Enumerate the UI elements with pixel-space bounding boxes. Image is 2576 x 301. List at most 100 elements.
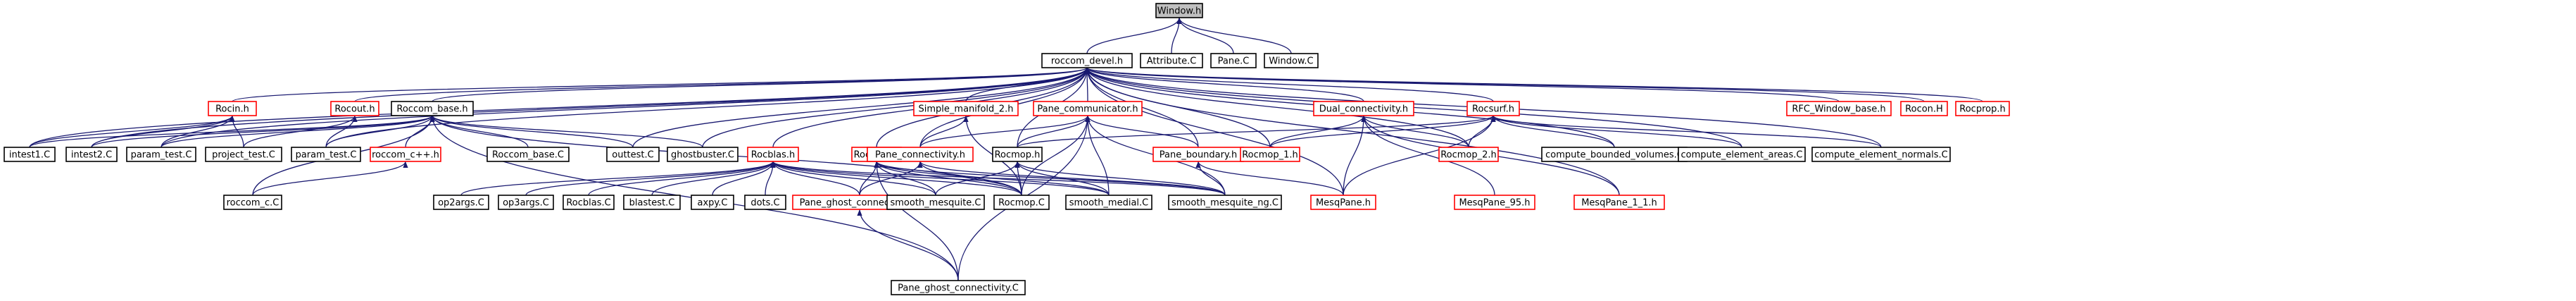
node-box: [433, 195, 489, 210]
edge-roccom_devel_h-to-param_test_c_2: [325, 67, 1090, 148]
edge-pane_communicator_h-to-pane_boundary_h: [1085, 115, 1199, 148]
node-compute-bounded-volumes-c[interactable]: compute_bounded_volumes.C: [1541, 147, 1688, 162]
edge-rocmap_h-to-rocmop_c: [874, 161, 1022, 196]
node-label: blastest.C: [629, 198, 675, 209]
node-label: ghostbuster.C: [671, 150, 734, 161]
node-box: [1454, 195, 1535, 210]
node-window-c[interactable]: Window.C: [1264, 53, 1319, 68]
node-label: project_test.C: [212, 150, 275, 161]
node-box: [486, 147, 570, 162]
node-mesqpane-h[interactable]: MesqPane.h: [1310, 195, 1376, 210]
node-label: Rocmop_1.h: [1242, 150, 1298, 161]
node-box: [1065, 195, 1152, 210]
edge-rocsurf_h-to-rocmop_h: [1017, 115, 1496, 148]
node-label: axpy.C: [698, 198, 728, 209]
edge-roccom_cpp_h-to-roccom_c_c: [252, 161, 408, 196]
node-op2args-c[interactable]: op2args.C: [433, 195, 489, 210]
node-pane-connectivity-h[interactable]: Pane_connectivity.h: [867, 147, 974, 162]
node-label: Rocmop_2.h: [1440, 150, 1497, 161]
edge-rocblas_h-to-smooth_mesquite_c: [770, 161, 936, 196]
node-rocmop-h[interactable]: Rocmop.h: [992, 147, 1043, 162]
node-op3args-c[interactable]: op3args.C: [498, 195, 554, 210]
node-smooth-mesquite-ng-c[interactable]: smooth_mesquite_ng.C: [1168, 195, 1282, 210]
edge-pane_connectivity_h-to-rocmop_c: [917, 161, 1022, 196]
node-rocout-h[interactable]: Rocout.h: [330, 101, 379, 116]
node-label: Pane.C: [1218, 56, 1250, 67]
node-attribute-c[interactable]: Attribute.C: [1140, 53, 1203, 68]
node-pane-c[interactable]: Pane.C: [1210, 53, 1257, 68]
node-label: Rocon.H: [1905, 104, 1943, 115]
node-roccom-c-c[interactable]: roccom_c.C: [223, 195, 282, 210]
node-mesqpane-95-h[interactable]: MesqPane_95.h: [1454, 195, 1535, 210]
node-compute-element-areas-c[interactable]: compute_element_areas.C: [1678, 147, 1806, 162]
node-box: [1168, 195, 1282, 210]
node-param-test-c-1[interactable]: param_test.C: [126, 147, 196, 162]
edge-roccom_devel_h-to-ghostbuster_c: [702, 67, 1090, 148]
node-roccom-devel-h[interactable]: roccom_devel.h: [1041, 53, 1133, 68]
node-pane-boundary-h[interactable]: Pane_boundary.h: [1152, 147, 1244, 162]
node-rocmop-c[interactable]: Rocmop.C: [993, 195, 1050, 210]
node-dots-c[interactable]: dots.C: [744, 195, 786, 210]
edge-roccom_base_h-to-roccom_base_c: [429, 115, 529, 148]
edge-roccom_devel_h-to-outtest_c: [632, 67, 1090, 148]
node-pane-ghost-connectivity-c[interactable]: Pane_ghost_connectivity.C: [891, 280, 1026, 295]
node-roccom-cpp-h[interactable]: roccom_c++.h: [370, 147, 441, 162]
node-box: [1438, 147, 1499, 162]
node-label: Pane_communicator.h: [1037, 104, 1138, 115]
node-intest1-c[interactable]: intest1.C: [4, 147, 56, 162]
node-rocprop-h[interactable]: Rocprop.h: [1955, 101, 2010, 116]
edge-rocsurf_h-to-mesqpane_h: [1343, 115, 1496, 196]
node-ghostbuster-c[interactable]: ghostbuster.C: [667, 147, 739, 162]
node-roccom-base-c[interactable]: Roccom_base.C: [486, 147, 570, 162]
node-box: [4, 147, 56, 162]
node-rocin-h[interactable]: Rocin.h: [208, 101, 257, 116]
node-rocmop-1-h[interactable]: Rocmop_1.h: [1240, 147, 1300, 162]
node-rocsurf-h[interactable]: Rocsurf.h: [1466, 101, 1520, 116]
edge-roccom_devel_h-to-rocmop_2_h: [1084, 67, 1469, 148]
node-box: [65, 147, 118, 162]
node-dual-connectivity-h[interactable]: Dual_connectivity.h: [1313, 101, 1414, 116]
node-param-test-c-2[interactable]: param_test.C: [291, 147, 361, 162]
edge-roccom_devel_h-to-rocin_h: [232, 67, 1090, 102]
node-label: smooth_medial.C: [1069, 198, 1149, 209]
node-box: [291, 147, 361, 162]
node-box: [205, 147, 282, 162]
edge-rocblas_h-to-op2args_c: [460, 161, 776, 196]
node-smooth-mesquite-c[interactable]: smooth_mesquite.C: [886, 195, 985, 210]
node-compute-element-normals-c[interactable]: compute_element_normals.C: [1811, 147, 1951, 162]
node-intest2-c[interactable]: intest2.C: [65, 147, 118, 162]
node-box: [498, 195, 554, 210]
node-box: [992, 147, 1043, 162]
node-rocon-h[interactable]: Rocon.H: [1900, 101, 1948, 116]
node-box: [1955, 101, 2010, 116]
node-rocblas-h[interactable]: Rocblas.h: [747, 147, 799, 162]
node-label: intest2.C: [71, 150, 112, 161]
node-blastest-c[interactable]: blastest.C: [623, 195, 681, 210]
node-rocmop-2-h[interactable]: Rocmop_2.h: [1438, 147, 1499, 162]
node-project-test-c[interactable]: project_test.C: [205, 147, 282, 162]
edge-dual_connectivity_h-to-mesqpane_95_h: [1361, 115, 1495, 196]
edge-roccom_devel_h-to-rocsurf_h: [1084, 67, 1494, 102]
node-smooth-medial-c[interactable]: smooth_medial.C: [1065, 195, 1152, 210]
edge-rocmop_h-to-smooth_medial_c: [1014, 161, 1110, 196]
node-rfc-window-base-h[interactable]: RFC_Window_base.h: [1786, 101, 1892, 116]
node-label: intest1.C: [9, 150, 50, 161]
node-label: roccom_c.C: [227, 198, 279, 209]
node-label: Rocblas.h: [751, 150, 796, 161]
node-label: Rocsurf.h: [1472, 104, 1514, 115]
node-mesqpane-1-1-h[interactable]: MesqPane_1_1.h: [1573, 195, 1665, 210]
edge-rocmap_h-to-smooth_medial_c: [874, 161, 1110, 196]
node-box: [867, 147, 974, 162]
node-axpy-c[interactable]: axpy.C: [691, 195, 734, 210]
node-rocblas-c[interactable]: Rocblas.C: [563, 195, 615, 210]
node-outtest-c[interactable]: outtest.C: [606, 147, 660, 162]
node-simple-manifold-2-h[interactable]: Simple_manifold_2.h: [913, 101, 1019, 116]
node-roccom-base-h[interactable]: Roccom_base.h: [391, 101, 474, 116]
edge-dual_connectivity_h-to-rocmop_2_h: [1361, 115, 1469, 148]
node-label: Attribute.C: [1147, 56, 1197, 67]
node-pane-communicator-h[interactable]: Pane_communicator.h: [1033, 101, 1143, 116]
node-label: Simple_manifold_2.h: [919, 104, 1014, 115]
node-box: [126, 147, 196, 162]
node-box: [891, 280, 1026, 295]
